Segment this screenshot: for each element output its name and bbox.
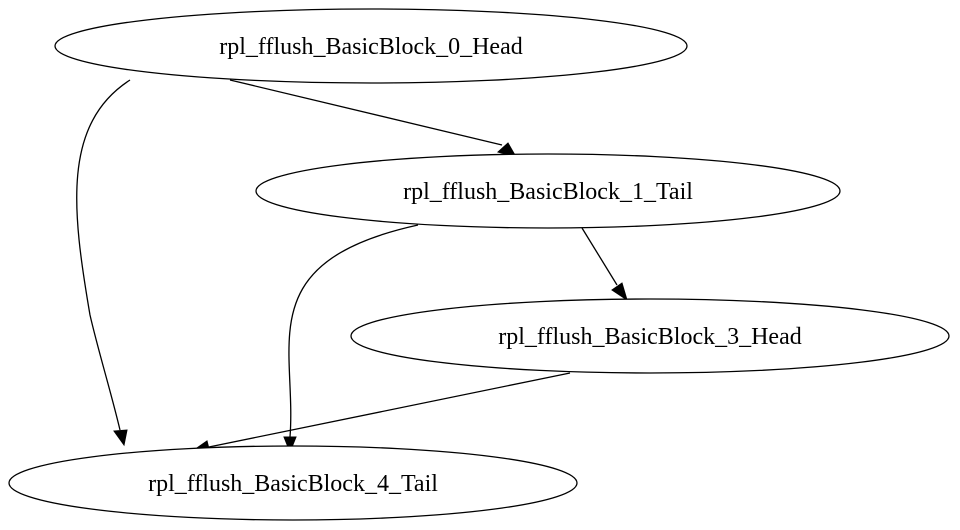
node-ellipse-bb0 bbox=[54, 8, 688, 84]
node-ellipse-bb1 bbox=[255, 153, 841, 229]
node-label-bb0: rpl_fflush_BasicBlock_0_Head bbox=[219, 34, 523, 60]
node-label-bb1: rpl_fflush_BasicBlock_1_Tail bbox=[403, 179, 693, 205]
edge-bb3-to-bb4 bbox=[192, 372, 571, 454]
node-label-bb4: rpl_fflush_BasicBlock_4_Tail bbox=[148, 471, 438, 497]
graph-node-bb4: rpl_fflush_BasicBlock_4_Tail bbox=[8, 445, 578, 521]
edge-bb1-to-bb3 bbox=[581, 227, 628, 302]
graph-node-bb3: rpl_fflush_BasicBlock_3_Head bbox=[350, 298, 950, 374]
edge-bb0-to-bb1 bbox=[229, 79, 518, 158]
graph-node-bb0: rpl_fflush_BasicBlock_0_Head bbox=[54, 8, 688, 84]
graph-node-bb1: rpl_fflush_BasicBlock_1_Tail bbox=[255, 153, 841, 229]
node-ellipse-bb4 bbox=[8, 445, 578, 521]
node-ellipse-bb3 bbox=[350, 298, 950, 374]
edge-bb0-to-bb4 bbox=[76, 79, 131, 447]
node-label-bb3: rpl_fflush_BasicBlock_3_Head bbox=[498, 324, 802, 350]
edges bbox=[76, 79, 628, 454]
nodes: rpl_fflush_BasicBlock_0_Head rpl_fflush_… bbox=[8, 8, 950, 521]
edge-bb1-to-bb4 bbox=[283, 224, 419, 454]
